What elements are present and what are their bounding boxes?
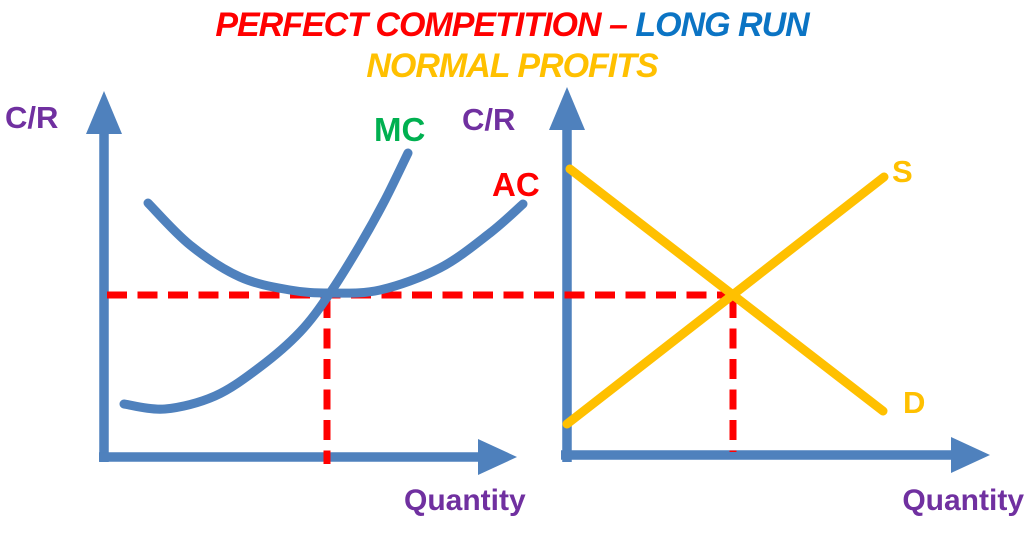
mc-curve-label: MC bbox=[374, 111, 426, 148]
right-x-axis-label: Quantity bbox=[902, 484, 1024, 517]
right-y-axis-arrow-icon bbox=[549, 87, 585, 130]
right-y-axis-label: C/R bbox=[462, 102, 516, 137]
supply-line-label: S bbox=[892, 154, 913, 189]
left-y-axis-arrow-icon bbox=[86, 91, 122, 134]
page-subtitle: NORMAL PROFITS bbox=[366, 47, 658, 85]
right-x-axis-arrow-icon bbox=[951, 437, 990, 473]
mc-curve bbox=[119, 148, 413, 414]
left-y-axis-label: C/R bbox=[5, 100, 59, 135]
page-title: PERFECT COMPETITION – LONG RUN bbox=[0, 6, 1024, 45]
left-x-axis-arrow-icon bbox=[478, 439, 517, 475]
supply-line bbox=[562, 172, 889, 429]
ac-curve bbox=[143, 198, 528, 298]
ac-curve-label: AC bbox=[492, 166, 540, 203]
left-x-axis-label: Quantity bbox=[404, 484, 526, 517]
demand-line-label: D bbox=[903, 385, 926, 420]
demand-line bbox=[565, 164, 888, 416]
title-part-blue: LONG RUN bbox=[635, 6, 809, 44]
title-part-red: PERFECT COMPETITION – bbox=[215, 6, 636, 44]
